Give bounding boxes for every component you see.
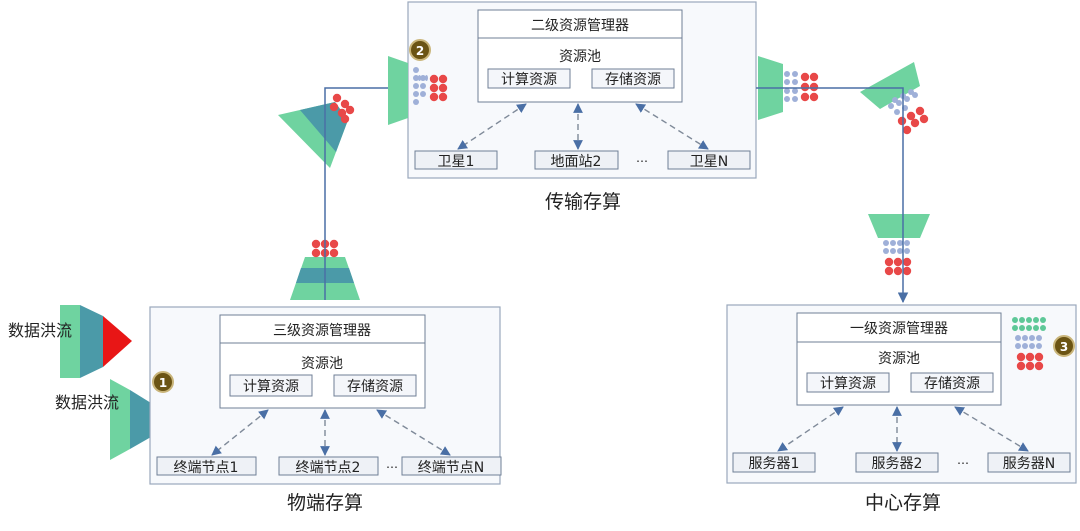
compute-resource: 计算资源 [820, 376, 876, 392]
resource-pool-label: 资源池 [301, 356, 343, 372]
node-1: 卫星1 [438, 154, 475, 170]
storage-resource: 存储资源 [924, 376, 980, 392]
node-1: 终端节点1 [174, 460, 239, 476]
tier-title: 物端存算 [287, 492, 363, 514]
resource-pool-label: 资源池 [559, 49, 601, 65]
node-n: 终端节点N [418, 460, 484, 476]
svg-text:3: 3 [1060, 340, 1068, 354]
data-flood-input-1: 数据洪流 [8, 305, 132, 378]
storage-resource: 存储资源 [347, 379, 403, 395]
tier-title: 中心存算 [865, 492, 941, 514]
storage-resource: 存储资源 [605, 72, 661, 88]
node-2: 终端节点2 [296, 460, 361, 476]
step-badge-2 [409, 39, 431, 61]
ellipsis: … [386, 457, 398, 471]
resource-pool-label: 资源池 [878, 351, 920, 367]
center-tier-panel: 一级资源管理器 资源池 计算资源 存储资源 服务器1 服务器2 … 服务器N 中… [726, 304, 1077, 514]
manager-title: 二级资源管理器 [531, 18, 629, 34]
compute-resource: 计算资源 [243, 379, 299, 395]
compute-resource: 计算资源 [501, 72, 557, 88]
node-2: 地面站2 [551, 154, 602, 170]
manager-title: 三级资源管理器 [273, 323, 371, 339]
node-2: 服务器2 [872, 456, 923, 472]
tilted-funnel-right [860, 62, 929, 135]
transport-tier-panel: 二级资源管理器 资源池 计算资源 存储资源 卫星1 地面站2 … 卫星N 传输存… [388, 1, 757, 213]
edge-tier-panel: 三级资源管理器 资源池 计算资源 存储资源 终端节点1 终端节点2 … 终端节点… [149, 306, 502, 514]
step-badge-1 [152, 371, 174, 393]
flow-transport-to-center [756, 87, 909, 304]
tilted-funnel [278, 93, 355, 168]
step-badge-3 [1053, 335, 1075, 357]
node-1: 服务器1 [749, 456, 800, 472]
input-label-2: 数据洪流 [55, 393, 119, 412]
input-label-1: 数据洪流 [8, 321, 72, 340]
node-n: 卫星N [690, 154, 728, 170]
downward-funnel [868, 214, 930, 276]
svg-text:1: 1 [159, 376, 167, 390]
svg-text:2: 2 [416, 44, 424, 58]
tier-title: 传输存算 [545, 191, 621, 213]
flow-edge-to-transport [324, 82, 408, 300]
ellipsis: … [636, 151, 648, 165]
node-n: 服务器N [1003, 456, 1055, 472]
manager-title: 一级资源管理器 [850, 321, 948, 337]
ellipsis: … [957, 453, 969, 467]
